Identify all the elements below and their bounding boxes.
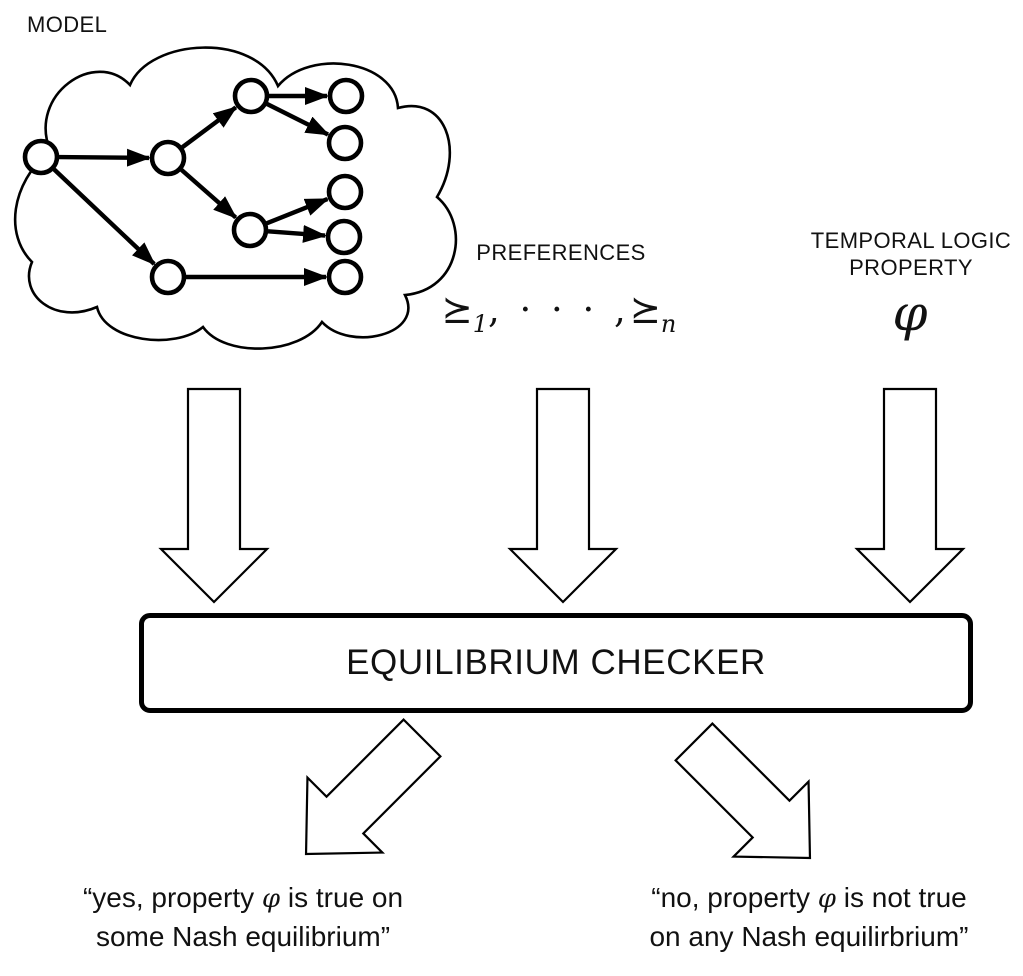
input-arrow-preferences: [507, 387, 619, 604]
graph-node: [22, 138, 60, 176]
graph-node: [326, 124, 364, 162]
output-yes-text: “yes, property φ is true on some Nash eq…: [33, 879, 453, 956]
output-yes-phi: φ: [261, 884, 281, 914]
graph-edge: [181, 105, 238, 149]
succeq-symbol: ⪰: [629, 288, 661, 331]
preferences-label: PREFERENCES: [476, 240, 646, 265]
graph-node: [232, 77, 270, 115]
temporal-logic-label-line1: TEMPORAL LOGIC: [810, 228, 1012, 253]
temporal-logic-label: TEMPORAL LOGIC PROPERTY: [791, 227, 1023, 281]
phi-symbol: φ: [892, 284, 928, 342]
graph-node: [325, 218, 363, 256]
graph-edge: [266, 102, 330, 137]
output-no-phi: φ: [817, 884, 836, 914]
succeq-subscript-1: 1: [472, 310, 488, 339]
input-arrow-model: [158, 387, 270, 604]
graph-edge: [52, 167, 156, 266]
output-arrow-yes: [304, 718, 442, 856]
output-yes-line1-pre: “yes, property: [82, 882, 262, 913]
model-label: MODEL: [27, 12, 108, 37]
preferences-math-expression: ⪰1, · · · ,⪰n: [428, 288, 690, 339]
graph-node: [327, 77, 365, 115]
output-no-line2: on any Nash equilirbrium”: [649, 921, 969, 952]
output-no-line1-pre: “no, property: [651, 882, 818, 913]
output-arrow-no: [674, 722, 812, 860]
output-no-text: “no, property φ is not true on any Nash …: [599, 879, 1019, 956]
equilibrium-checker-label: EQUILIBRIUM CHECKER: [346, 643, 766, 682]
ellipsis-dots: , · · · ,: [487, 288, 630, 331]
graph-node: [326, 258, 364, 296]
output-yes-line1-post: is true on: [280, 882, 404, 913]
graph-edge: [265, 197, 330, 226]
graph-edge: [58, 148, 151, 167]
graph-node: [326, 173, 364, 211]
succeq-symbol: ⪰: [441, 288, 473, 331]
graph-node: [231, 211, 269, 249]
equilibrium-checker-box: EQUILIBRIUM CHECKER: [139, 613, 973, 713]
input-arrow-property: [854, 387, 966, 604]
output-no-line1-post: is not true: [836, 882, 967, 913]
succeq-subscript-n: n: [660, 310, 677, 339]
graph-edge: [267, 224, 328, 243]
graph-node: [149, 258, 187, 296]
temporal-logic-label-line2: PROPERTY: [849, 255, 973, 280]
graph-node: [149, 139, 187, 177]
output-yes-line2: some Nash equilibrium”: [95, 921, 391, 952]
graph-edge: [180, 168, 238, 220]
model-graph: [22, 77, 365, 296]
